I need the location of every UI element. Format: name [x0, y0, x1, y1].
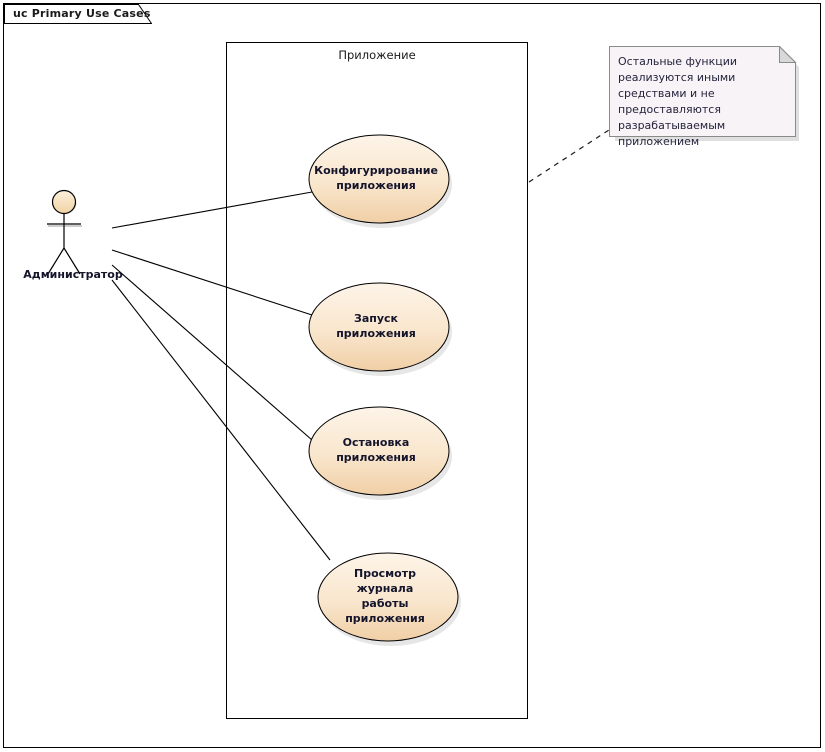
use-case-label: Запуск приложения [336, 312, 416, 340]
note-text: Остальные функции реализуются иными сред… [618, 55, 738, 148]
actor-label: Администратор [23, 268, 123, 281]
note-box[interactable]: Остальные функции реализуются иными сред… [609, 45, 799, 148]
diagram-title-tab[interactable]: uc Primary Use Cases [4, 4, 152, 24]
note-shape [609, 45, 799, 141]
stick-figure-actor-icon [47, 189, 82, 275]
use-case-ellipse-shape [308, 134, 452, 228]
use-case-stop[interactable]: Остановка приложения [304, 404, 452, 500]
use-case-label: Просмотр журнала работы приложения [345, 567, 425, 625]
use-case-ellipse-shape [308, 282, 452, 376]
use-case-view-log[interactable]: Просмотр журнала работы приложения [313, 550, 461, 646]
use-case-label: Остановка приложения [336, 436, 416, 464]
use-case-start[interactable]: Запуск приложения [304, 280, 452, 376]
title-tab-shape [4, 4, 152, 24]
use-case-configure[interactable]: Конфигурирование приложения [304, 132, 452, 228]
system-boundary-label: Приложение [338, 48, 416, 62]
actor-administrator[interactable] [38, 180, 106, 290]
use-case-ellipse-shape [308, 406, 452, 500]
use-case-ellipse-shape [317, 552, 461, 646]
use-case-label: Конфигурирование приложения [314, 164, 438, 192]
diagram-title-label: uc Primary Use Cases [13, 7, 151, 20]
